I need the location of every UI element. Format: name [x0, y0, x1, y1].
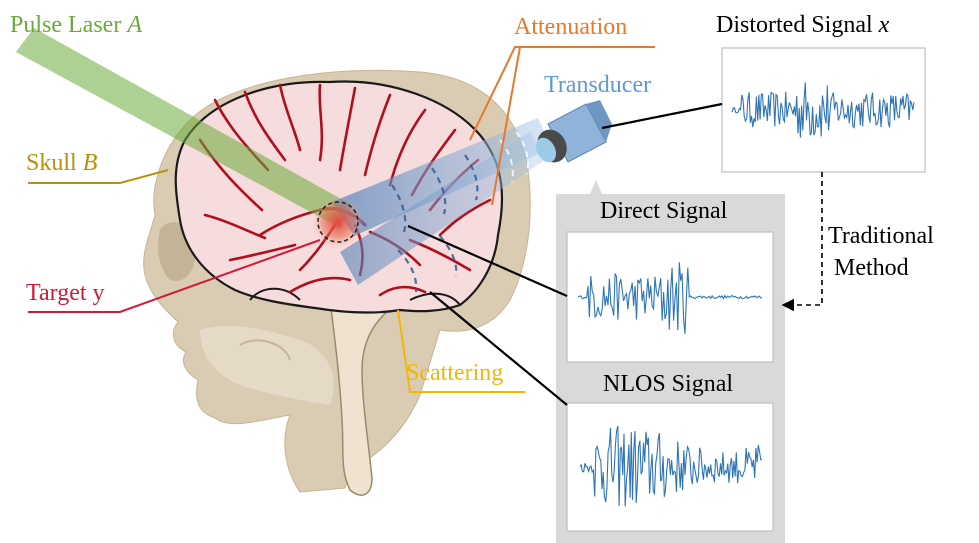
traditional-method-line-1: Traditional: [828, 223, 934, 249]
transducer-text: Transducer: [544, 72, 652, 98]
nlos-signal-label: NLOS Signal: [603, 371, 733, 398]
brainstem: [329, 299, 398, 496]
connector-lines: [407, 102, 723, 406]
pulse-laser-text: Pulse Laser: [10, 12, 122, 38]
distorted-signal-label: Distorted Signal x: [716, 12, 889, 39]
skull-var: B: [82, 150, 98, 176]
target-glow: [312, 196, 364, 248]
distorted-signal-text: Distorted Signal: [716, 12, 873, 38]
distorted-signal-waveform: [731, 82, 915, 138]
transducer-icon: [535, 100, 612, 163]
direct-signal-text: Direct Signal: [600, 198, 728, 224]
traditional-method-line-2: Method: [834, 255, 909, 281]
pulse-laser-var: A: [127, 12, 142, 38]
traditional-method-label: Traditional Method: [828, 220, 934, 284]
traditional-method-connector: [781, 172, 823, 312]
attenuation-label: Attenuation: [514, 14, 627, 41]
skull-text: Skull: [26, 150, 77, 176]
direct-signal-label: Direct Signal: [600, 198, 727, 225]
laser-beam: [16, 28, 352, 228]
scattering-label: Scattering: [406, 360, 503, 387]
direct-signal-waveform: [577, 262, 763, 334]
distorted-signal-var: x: [878, 12, 890, 38]
target-label: Target y: [26, 280, 105, 307]
nlos-signal-text: NLOS Signal: [603, 371, 734, 397]
target-boundary: [317, 201, 359, 243]
ultrasound-beams: [332, 118, 552, 293]
skull-label: Skull B: [26, 150, 97, 177]
attenuation-text: Attenuation: [514, 14, 628, 40]
transducer-label: Transducer: [544, 72, 651, 99]
scattering-text: Scattering: [406, 360, 504, 386]
nlos-signal-waveform: [579, 425, 763, 507]
pulse-laser-label: Pulse Laser A: [10, 12, 142, 39]
target-text: Target y: [26, 280, 105, 306]
label-leaders: [28, 46, 655, 393]
